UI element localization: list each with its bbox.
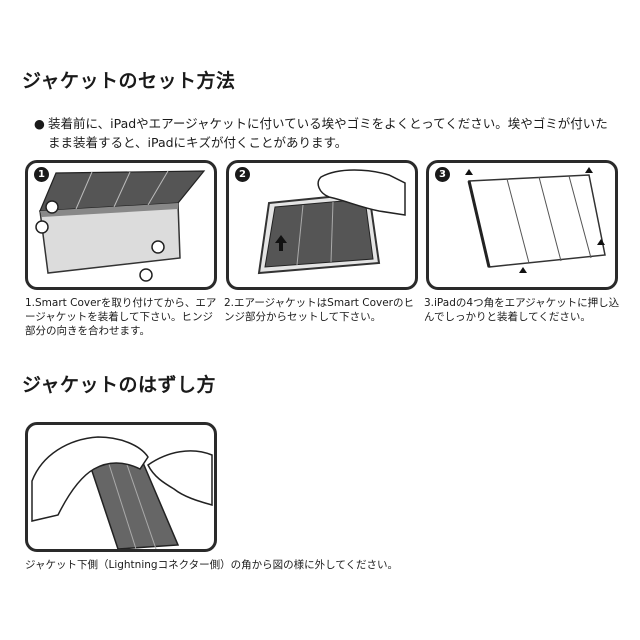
precaution-note: ● 装着前に、iPadやエアージャケットに付いている埃やゴミをよくとってください… [34, 114, 619, 152]
step-number-2: 2 [235, 167, 250, 182]
ipad-press-corners-illustration [465, 167, 606, 273]
step-2-illustration: 2 [226, 160, 418, 290]
ipad-insert-hinge-illustration [257, 169, 406, 275]
bullet-marker: ● [34, 116, 45, 131]
removal-caption: ジャケット下側（Lightningコネクター側）の角から図の様に外してください。 [25, 559, 399, 571]
section-title-remove: ジャケットのはずし方 [22, 374, 217, 396]
removal-illustration [25, 422, 217, 552]
step-number-1: 1 [34, 167, 49, 182]
ipad-remove-jacket-illustration [31, 436, 213, 549]
step-1-caption: 1.Smart Coverを取り付けてから、エアージャケットを装着して下さい。ヒ… [25, 297, 217, 337]
step-2-caption: 2.エアージャケットはSmart Coverのヒンジ部分からセットして下さい。 [224, 297, 414, 323]
precaution-text: 装着前に、iPadやエアージャケットに付いている埃やゴミをよくとってください。埃… [48, 116, 608, 150]
step-3-illustration: 3 [426, 160, 618, 290]
step-number-3: 3 [435, 167, 450, 182]
step-1-illustration: 1 [25, 160, 217, 290]
section-title-set: ジャケットのセット方法 [22, 70, 236, 92]
ipad-cover-attach-illustration [35, 170, 206, 282]
step-3-caption: 3.iPadの4つ角をエアジャケットに押し込んでしっかりと装着してください。 [424, 297, 620, 323]
